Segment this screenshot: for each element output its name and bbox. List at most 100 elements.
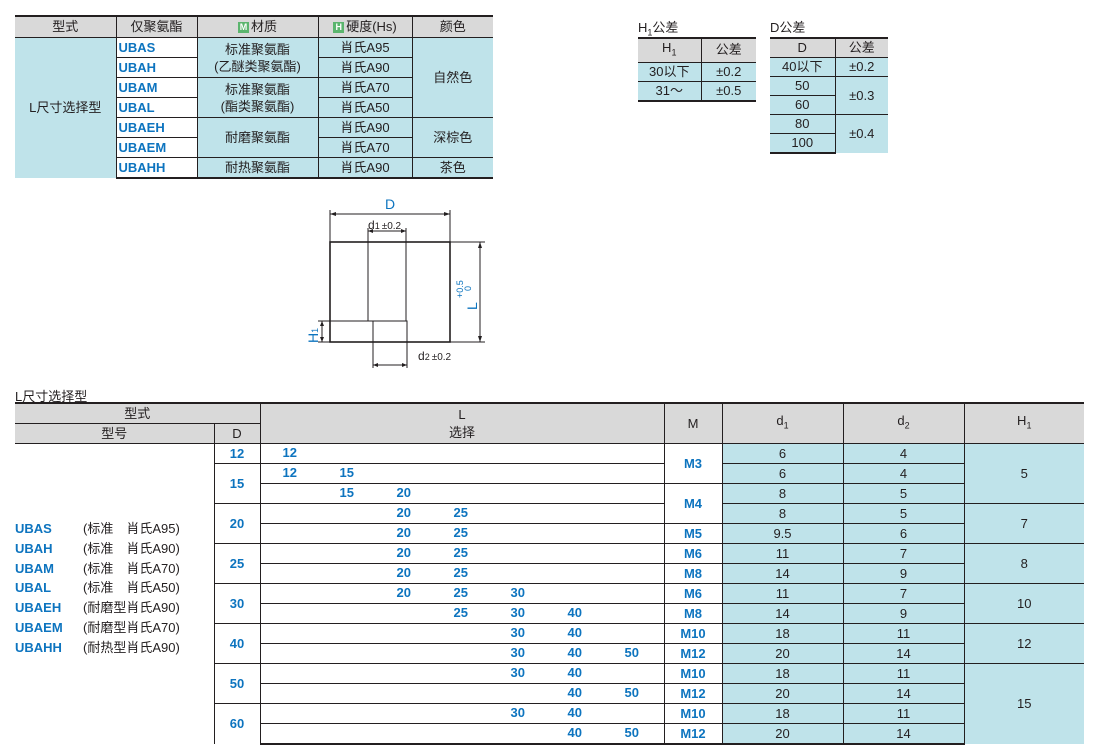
d1-value-cell: 8 [721,503,843,524]
code-cell: UBAM [115,77,197,98]
d1-value-cell: 18 [721,623,843,644]
material-cell: 耐热聚氨酯 [196,157,318,179]
m-value-cell: M8 [663,563,722,584]
model-code: UBAM [15,560,54,576]
d1-value-cell: 14 [721,603,843,624]
d2-value-cell: 11 [842,703,964,724]
d1-value-cell: 18 [721,663,843,684]
l-option: 40 [567,605,582,620]
header-model: 型号 [15,423,214,444]
model-code-item: UBAEM (耐磨型肖氏A70) [15,618,214,638]
body-outline [329,241,451,343]
h1-value-cell: 8 [963,543,1084,584]
hardness-tag-icon: H [333,22,345,34]
table-row: UBAM 标准聚氨酯(酯类聚氨酯) 肖氏A70 [15,77,493,118]
h1-value-cell: 15 [963,663,1084,744]
model-code-item: UBAHH(耐热型肖氏A90) [15,638,214,658]
material-cell: 耐磨聚氨酯 [196,117,318,158]
range-cell: 31～ [638,80,701,102]
table-row: 40以下 ±0.2 [770,57,888,77]
d-value-cell: 50 [213,663,260,704]
model-code-item: UBAEH(耐磨型肖氏A90) [15,598,214,618]
tol-cell: ±0.5 [700,80,756,102]
table-row: 60 [770,95,888,115]
code-cell: UBAL [115,97,197,118]
l-option: 50 [624,645,639,660]
d2-value-cell: 7 [842,543,964,564]
d1-value-cell: 9.5 [721,523,843,544]
d2-value-cell: 14 [842,643,964,664]
hardness-cell: 肖氏A90 [317,157,412,179]
header-d1: d1 [721,402,843,444]
tol-col: 公差 [700,36,756,63]
table-row: UBAH 肖氏A90 [15,57,493,78]
h1-value-cell: 5 [963,443,1084,504]
table-row: 50 ±0.3 [770,76,888,115]
dim-L-tol-top: +0.5 [455,280,465,298]
d-value-cell: 20 [213,503,260,544]
dim-L: L [464,302,480,310]
l-option: 20 [396,505,411,520]
m-value-cell: M10 [663,663,722,684]
model-code: UBAH [15,540,53,556]
counterbore-outline [372,320,408,343]
l-option: 25 [453,545,468,560]
model-code: UBAHH [15,639,62,655]
h1-value-cell: 7 [963,503,1084,544]
d1-value-cell: 18 [721,703,843,724]
tol-cell: ±0.2 [834,57,888,77]
model-desc: (标准 肖氏A95) [83,521,180,536]
header-M: M [663,402,722,444]
d-value-cell: 25 [213,543,260,584]
header-H1: H1 [963,402,1084,444]
color-cell: 自然色 [411,37,493,118]
table-row: UBAS(标准 肖氏A95)UBAH(标准 肖氏A90)UBAM(标准 肖氏A7… [15,443,1084,744]
tol-col: 公差 [834,37,888,58]
m-value-cell: M6 [663,583,722,604]
header-D: D [213,423,260,444]
hardness-cell: 肖氏A70 [317,137,412,158]
hardness-cell: 肖氏A70 [317,77,412,98]
m-value-cell: M12 [663,723,722,745]
dim-L-tol-bottom: 0 [463,286,473,291]
d-tolerance-table: D 公差 40以下 ±0.2 50 ±0.3 60 80 ±0.4 100 [770,37,888,154]
table-row: UBAL 肖氏A50 [15,97,493,118]
l-option: 40 [567,725,582,740]
l-option: 40 [567,625,582,640]
h1-col: H1 [638,36,701,63]
l-option: 40 [567,705,582,720]
table-row: UBAHH 耐热聚氨酯 肖氏A90 茶色 [15,157,493,179]
header-code: 仅聚氨酯 [115,15,197,38]
dimension-diagram: D d1±0.2 d2±0.2 L +0.5 0 H1 [305,196,485,368]
model-code-item: UBAH(标准 肖氏A90) [15,539,214,559]
d-value-cell: 60 [213,703,260,744]
model-desc: (耐磨型肖氏A90) [83,600,180,616]
d2-value-cell: 6 [842,523,964,544]
d2-value-cell: 9 [842,563,964,584]
model-code: UBAEM [15,619,63,635]
d1-value-cell: 11 [721,583,843,604]
hardness-cell: 肖氏A95 [317,37,412,58]
d1-value-cell: 6 [721,443,843,464]
l-options-cell: 30 40 [259,623,664,644]
model-desc: (耐磨型肖氏A70) [83,619,180,635]
l-option: 30 [510,625,525,640]
table-row: UBAEH 耐磨聚氨酯 肖氏A90 深棕色 [15,117,493,158]
